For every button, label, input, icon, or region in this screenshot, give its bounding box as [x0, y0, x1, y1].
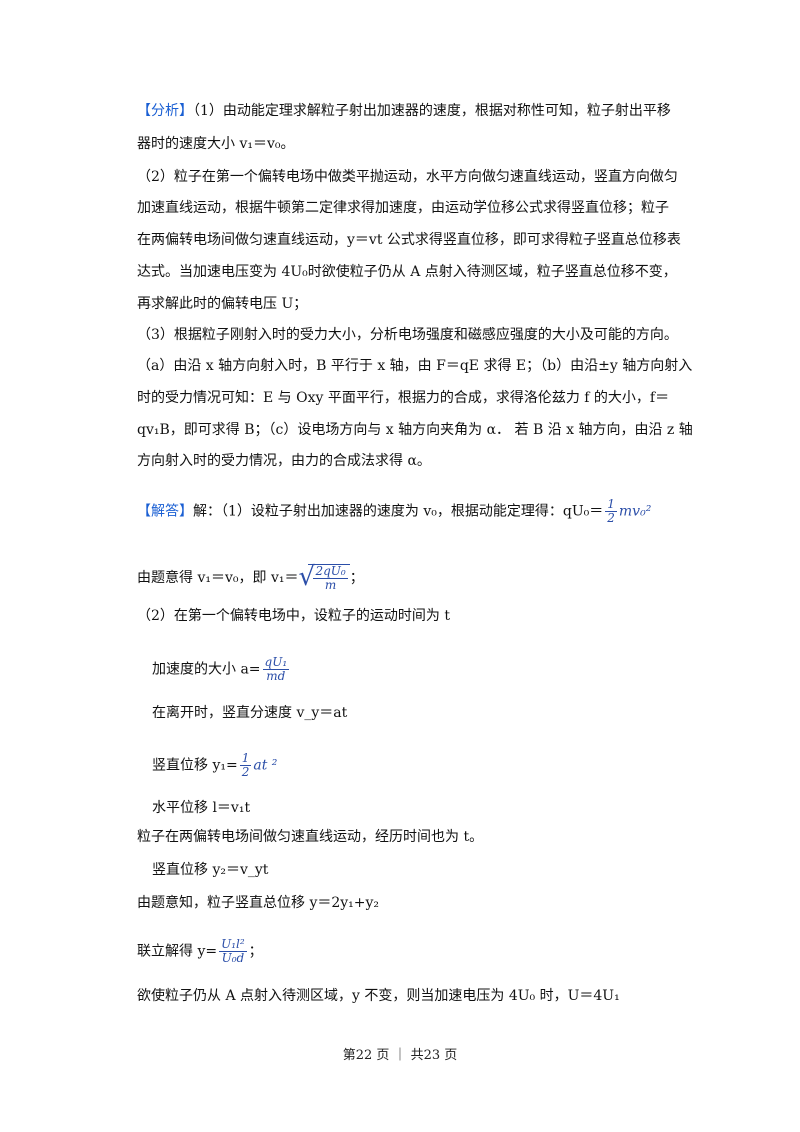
- analysis-line-4: 加速直线运动，根据牛顿第二定律求得加速度，由运动学位移公式求得竖直位移；粒子: [137, 200, 669, 216]
- analysis-line-5: 在两偏转电场间做匀速直线运动，y＝vt 公式求得竖直位移，即可求得粒子竖直总位移…: [137, 232, 681, 248]
- analysis-line-9: （a）由沿 x 轴方向射入时，B 平行于 x 轴，由 F＝qE 求得 E；（b）…: [137, 358, 693, 374]
- answer-line-5: 在离开时，竖直分速度 v_y＝at: [152, 705, 348, 721]
- analysis-line-10: 时的受力情况可知：E 与 Oxy 平面平行，根据力的合成，求得洛伦兹力 f 的大…: [137, 390, 670, 406]
- analysis-line-7: 再求解此时的偏转电压 U；: [137, 296, 308, 312]
- analysis-line-11: qv₁B，即可求得 B；（c）设电场方向与 x 轴方向夹角为 α． 若 B 沿 …: [137, 422, 693, 438]
- analysis-line-6: 达式。当加速电压变为 4U₀时欲使粒子仍从 A 点射入待测区域，粒子竖直总位移不…: [137, 264, 677, 280]
- answer-line-3: （2）在第一个偏转电场中，设粒子的运动时间为 t: [137, 608, 450, 624]
- answer-line-10: 由题意知，粒子竖直总位移 y＝2y₁+y₂: [137, 895, 380, 911]
- analysis-line-1: 【分析】（1）由动能定理求解粒子射出加速器的速度，根据对称性可知，粒子射出平移: [137, 103, 671, 119]
- answer-line-12: 欲使粒子仍从 A 点射入待测区域，y 不变，则当加速电压为 4U₀ 时，U＝4U…: [137, 988, 620, 1004]
- analysis-tag: 【分析】: [137, 103, 193, 119]
- page-footer: 第22 页 ｜ 共23 页: [342, 1048, 458, 1063]
- analysis-line-12: 方向射入时的受力情况，由力的合成法求得 α。: [137, 453, 431, 469]
- answer-line-7: 水平位移 l＝v₁t: [152, 800, 251, 816]
- analysis-line-2: 器时的速度大小 v₁＝v₀。: [137, 136, 295, 152]
- answer-line-9: 竖直位移 y₂＝v_yt: [152, 862, 269, 878]
- analysis-line-8: （3）根据粒子刚射入时的受力大小，分析电场强度和磁感应强度的大小及可能的方向。: [137, 327, 678, 343]
- answer-line-8: 粒子在两偏转电场间做匀速直线运动，经历时间也为 t。: [137, 829, 484, 845]
- answer-tag: 【解答】: [137, 503, 193, 520]
- analysis-line-3: （2）粒子在第一个偏转电场中做类平抛运动，水平方向做匀速直线运动，竖直方向做匀: [137, 169, 678, 185]
